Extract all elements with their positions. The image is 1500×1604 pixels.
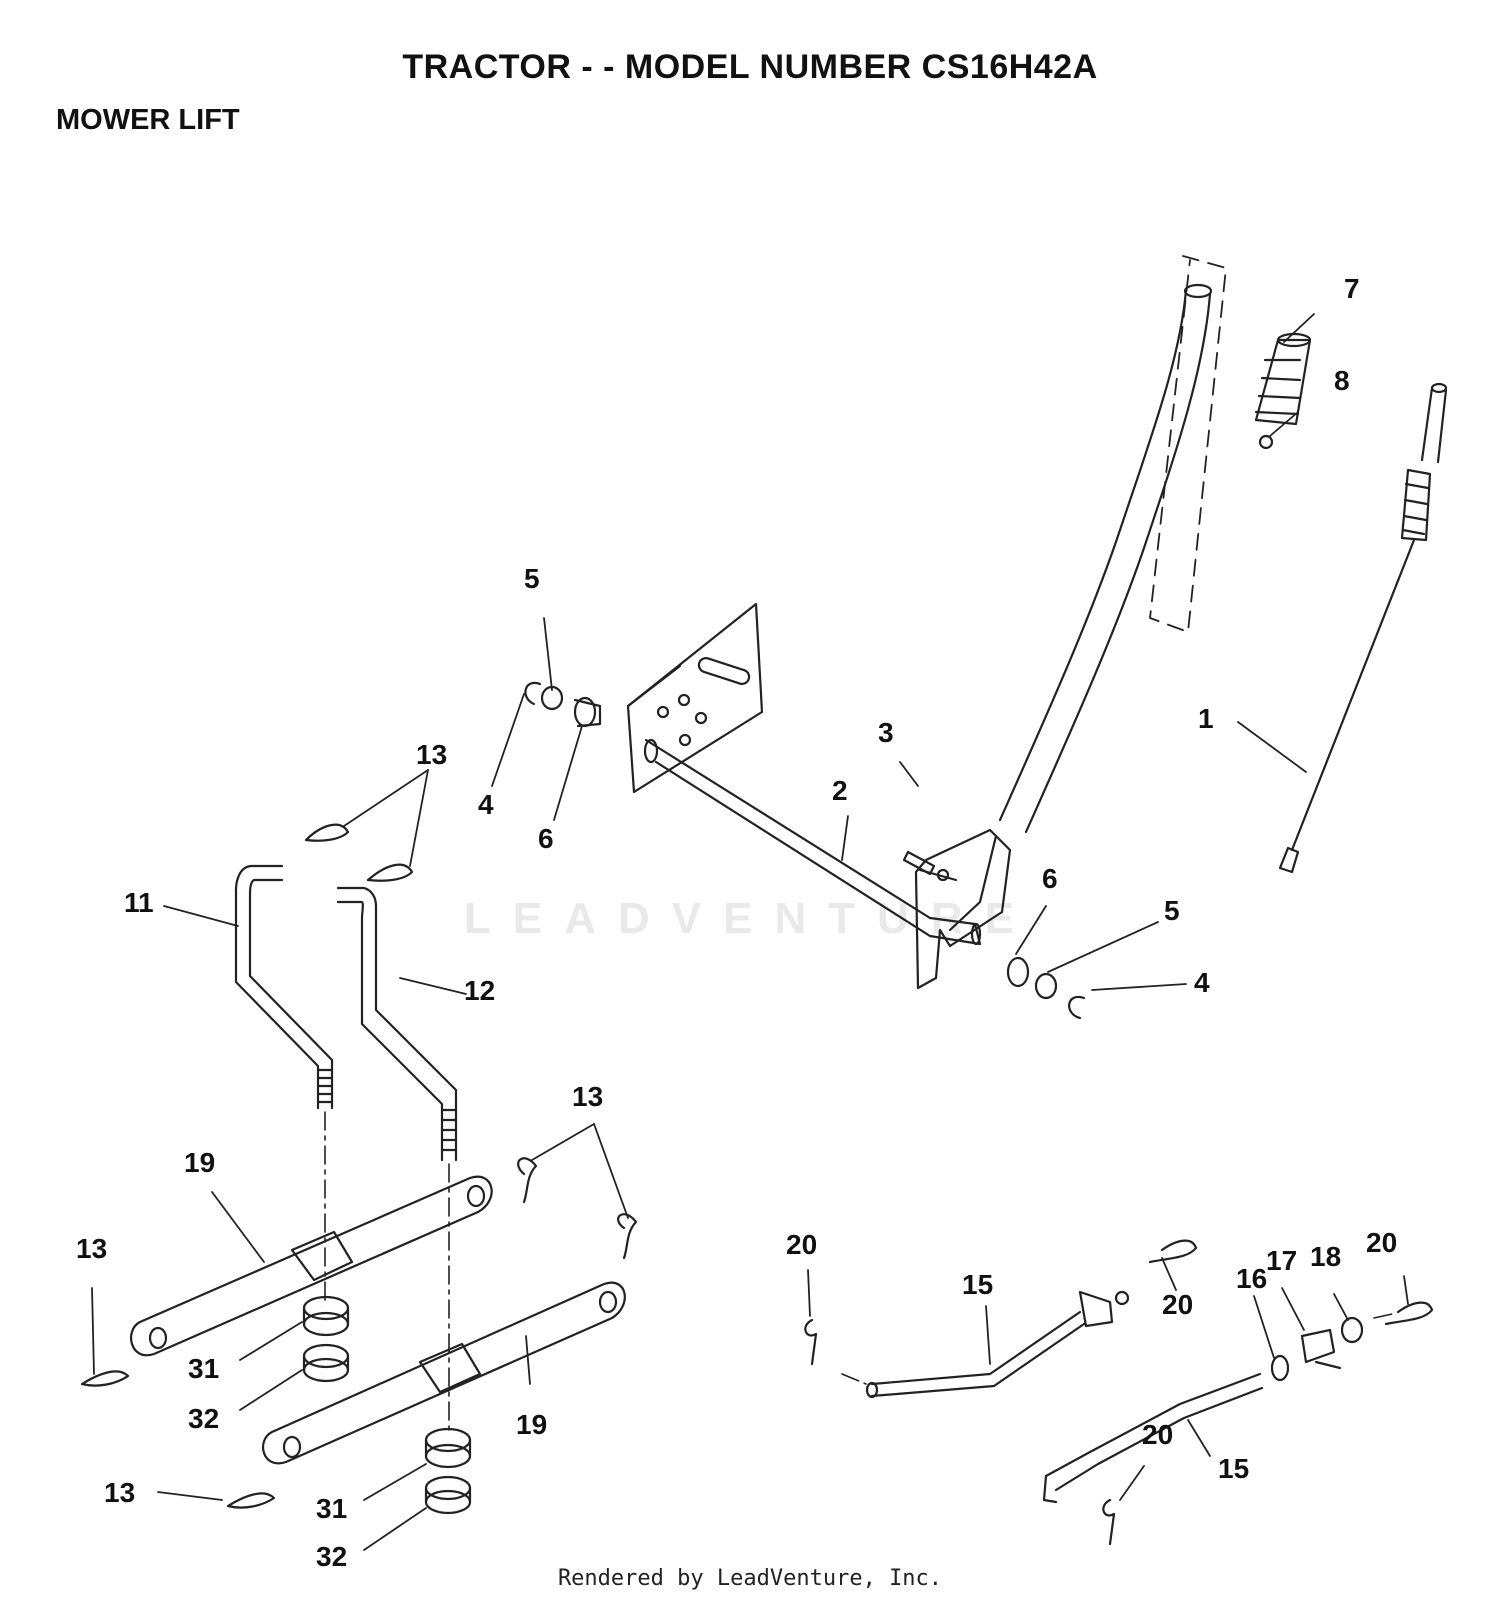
lift-link-11: [234, 864, 334, 1110]
callout-19-upper: 19: [184, 1147, 215, 1178]
nut-32-upper: [302, 1343, 350, 1383]
clip-right: [1068, 995, 1086, 1020]
callout-20-upper-mid: 20: [1162, 1289, 1193, 1320]
callout-12: 12: [464, 975, 495, 1006]
connecting-rod-15-lower: [1042, 1372, 1264, 1504]
callout-6-left: 6: [538, 823, 554, 854]
callout-5-left: 5: [524, 563, 540, 594]
callout-2: 2: [832, 775, 848, 806]
clip-left: [524, 681, 542, 706]
callout-31-upper: 31: [188, 1353, 219, 1384]
callout-8: 8: [1334, 365, 1350, 396]
connecting-rod-15-upper: [865, 1290, 1130, 1399]
callout-20-right: 20: [1366, 1227, 1397, 1258]
callout-31-lower: 31: [316, 1493, 347, 1524]
grip-dashed-outline: [1149, 255, 1227, 633]
callout-4-left: 4: [478, 789, 494, 820]
callout-13-mid: 13: [572, 1081, 603, 1112]
callout-20-left: 20: [786, 1229, 817, 1260]
callout-32-upper: 32: [188, 1403, 219, 1434]
callout-11: 11: [124, 887, 154, 918]
watermark: LEADVENTURE: [463, 894, 1037, 943]
callout-6-right: 6: [1042, 863, 1058, 894]
leader-lines: [91, 313, 1409, 1551]
bushing-right: [1006, 956, 1030, 988]
section-title: MOWER LIFT: [56, 104, 240, 136]
callout-15-lower: 15: [1218, 1453, 1249, 1484]
callout-19-lower: 19: [516, 1409, 547, 1440]
nut-32-lower: [424, 1475, 472, 1515]
callout-5-right: 5: [1164, 895, 1180, 926]
swivel-16-17-18: [1270, 1316, 1364, 1382]
callout-13-bottom: 13: [104, 1477, 135, 1508]
lift-spring-rod: [1278, 382, 1448, 874]
callout-32-lower: 32: [316, 1541, 347, 1572]
pivot-plate: [626, 602, 764, 794]
handle-grip: [1254, 332, 1312, 450]
callout-20-lower: 20: [1142, 1419, 1173, 1450]
hairpin-clips-13: [80, 823, 638, 1509]
callout-1: 1: [1198, 703, 1214, 734]
callout-15-upper: 15: [962, 1269, 993, 1300]
bushing-31-lower: [424, 1427, 472, 1469]
callout-13-left: 13: [76, 1233, 107, 1264]
lift-arm-upper: [130, 1175, 493, 1357]
lift-link-12: [336, 886, 458, 1162]
lift-handle-assembly: [643, 283, 1213, 990]
page-title: TRACTOR - - MODEL NUMBER CS16H42A: [402, 48, 1098, 86]
callout-17: 17: [1266, 1245, 1297, 1276]
pin-3: [902, 850, 936, 876]
alignment-lines: [324, 1111, 1393, 1433]
cotter-pins-20: [804, 1239, 1434, 1546]
lift-arm-lower: [262, 1281, 626, 1465]
pivot-bushing-left: [573, 696, 602, 728]
bushing-31-upper: [302, 1295, 350, 1337]
callout-4-right: 4: [1194, 967, 1210, 998]
callout-13-top: 13: [416, 739, 447, 770]
washer-right: [1034, 972, 1058, 1000]
callout-16: 16: [1236, 1263, 1267, 1294]
footer-credit: Rendered by LeadVenture, Inc.: [557, 1566, 943, 1591]
callout-numbers: 1 2 3 4 4 5 5 6 6 7 8 11 12 13 13 13 13 …: [76, 273, 1397, 1572]
callout-3: 3: [878, 717, 894, 748]
callout-7: 7: [1344, 273, 1360, 304]
callout-18: 18: [1310, 1241, 1341, 1272]
